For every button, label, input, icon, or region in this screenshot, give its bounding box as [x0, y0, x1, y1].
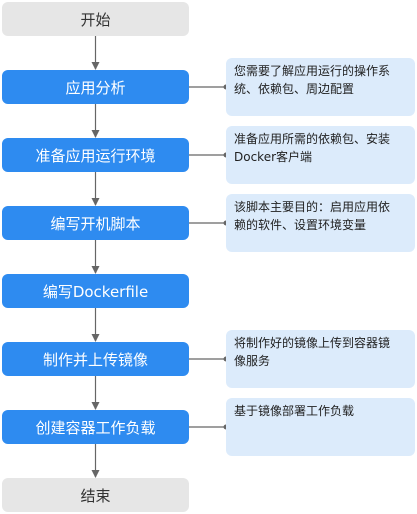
step-label: 应用分析: [65, 78, 126, 97]
step-label: 准备应用运行环境: [35, 146, 156, 165]
note-create-workload: 基于镜像部署工作负载: [226, 398, 415, 456]
start-label: 开始: [80, 10, 111, 29]
step-prepare-environment: 准备应用运行环境: [2, 138, 189, 172]
note-line: 准备应用所需的依赖包、安装: [234, 132, 391, 146]
end-node: 结束: [2, 478, 189, 512]
note-line: 将制作好的镜像上传到容器镜: [234, 336, 391, 350]
step-label: 编写开机脚本: [50, 214, 141, 233]
note-line: 您需要了解应用运行的操作系: [234, 64, 391, 78]
step-label: 创建容器工作负载: [35, 418, 156, 437]
note-build-upload-image: 将制作好的镜像上传到容器镜 像服务: [226, 330, 415, 388]
step-build-upload-image: 制作并上传镜像: [2, 342, 189, 376]
step-write-startup-script: 编写开机脚本: [2, 206, 189, 240]
step-write-dockerfile: 编写Dockerfile: [2, 274, 189, 308]
step-create-workload: 创建容器工作负载: [2, 410, 189, 444]
note-line: 该脚本主要目的：启用应用依: [234, 200, 391, 214]
note-prepare-environment: 准备应用所需的依赖包、安装 Docker客户端: [226, 126, 415, 184]
note-write-startup-script: 该脚本主要目的：启用应用依 赖的软件、设置环境变量: [226, 194, 415, 252]
step-label: 编写Dockerfile: [42, 282, 149, 301]
note-line: 统、依赖包、周边配置: [234, 82, 355, 96]
note-line: 像服务: [234, 354, 271, 368]
note-app-analysis: 您需要了解应用运行的操作系 统、依赖包、周边配置: [226, 58, 415, 116]
step-app-analysis: 应用分析: [2, 70, 189, 104]
note-line: 基于镜像部署工作负载: [234, 404, 355, 418]
note-line: Docker客户端: [234, 150, 313, 164]
step-label: 制作并上传镜像: [42, 350, 148, 369]
note-line: 赖的软件、设置环境变量: [234, 218, 367, 232]
start-node: 开始: [2, 2, 189, 36]
end-label: 结束: [80, 486, 111, 505]
